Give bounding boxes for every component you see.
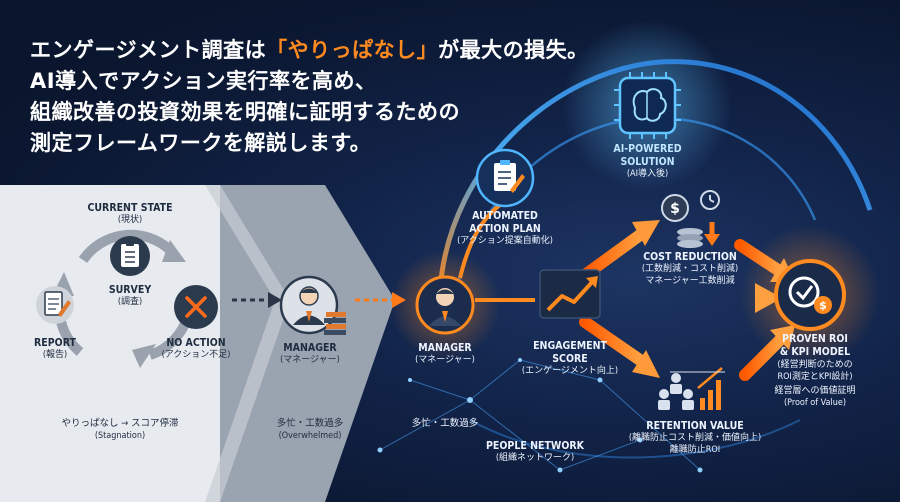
action-plan-label-2: ACTION PLAN (469, 223, 541, 235)
svg-text:$: $ (819, 299, 827, 312)
manager-before-status: 多忙・工数過多 (276, 418, 344, 429)
cost-reduction-jp-2: マネージャー工数削減 (645, 276, 735, 286)
roi-check-coin-icon: $ (774, 259, 846, 331)
ai-solution-label-1: AI-POWERED (613, 143, 682, 155)
no-action-label: NO ACTION (166, 337, 226, 349)
chevron-divider (205, 185, 290, 502)
current-state-title-jp: (現状) (117, 215, 143, 225)
flow-to-action-plan (458, 203, 502, 279)
manager-after-status: 多忙・工数過多 (411, 418, 479, 429)
survey-label-jp: (調査) (117, 297, 143, 307)
engagement-chart-icon (539, 269, 601, 319)
roi-en: (Proof of Value) (783, 398, 847, 408)
action-plan-label-jp: (アクション提案自動化) (457, 236, 553, 246)
stressed-manager-icon (279, 275, 346, 335)
roi-jp-1: (経営判断のための (777, 360, 853, 370)
no-action-x-icon (174, 285, 218, 329)
people-network-label: PEOPLE NETWORK (486, 440, 584, 452)
report-label-jp: (報告) (42, 350, 68, 360)
roi-jp-3: 経営層への価値証明 (774, 386, 856, 396)
headline-line-4: 測定フレームワークを解説します。 (30, 131, 372, 155)
headline-line-3: 組織改善の投資効果を明確に証明するための (30, 100, 460, 124)
current-state-panel (0, 185, 220, 502)
engagement-label-1: ENGAGEMENT (533, 340, 607, 352)
stagnation-label: やりっぱなし → スコア停滞 (61, 418, 179, 429)
report-label: REPORT (34, 337, 76, 349)
survey-clipboard-icon (110, 236, 150, 276)
headline-prefix: エンゲージメント調査は (30, 38, 267, 62)
manager-after-label: MANAGER (418, 342, 472, 354)
manager-icon (415, 275, 475, 335)
ai-brain-chip-icon (614, 72, 681, 139)
headline-line-2: AI導入でアクション実行率を高め、 (30, 69, 377, 93)
manager-before-label: MANAGER (283, 342, 337, 354)
cycle-arrowhead-1 (162, 240, 186, 262)
retention-label: RETENTION VALUE (646, 420, 744, 432)
arrow-to-cost (579, 220, 660, 281)
roi-label-1: PROVEN ROI (782, 333, 848, 345)
roi-label-2: & KPI MODEL (779, 346, 851, 358)
cost-reduction-label: COST REDUCTION (643, 251, 737, 263)
survey-label: SURVEY (108, 284, 152, 296)
people-network-label-jp: (組織ネットワーク) (495, 453, 575, 463)
cycle-arrowhead-2 (132, 344, 156, 368)
arrow-to-manager-before (232, 292, 282, 308)
ai-solution-label-jp: (AI導入後) (626, 169, 669, 179)
retention-jp-2: 離職防止ROI (669, 445, 721, 455)
roi-jp-2: ROI測定とKPI設計) (777, 372, 853, 382)
action-plan-label-1: AUTOMATED (472, 210, 538, 222)
manager-before-status-en: (Overwhelmed) (278, 431, 342, 441)
retention-jp-1: (離職防止コスト削減・価値向上) (628, 433, 762, 443)
engagement-label-jp: (エンゲージメント向上) (521, 366, 619, 376)
arrow-to-manager-after (355, 292, 406, 308)
engagement-label-2: SCORE (552, 353, 588, 365)
headline-line-1: エンゲージメント調査は「やりっぱなし」が最大の損失。 (30, 35, 589, 66)
arrow-to-roi (600, 283, 782, 313)
retention-people-icon (658, 367, 725, 410)
manager-before-label-jp: (マネージャー) (280, 355, 340, 365)
people-network-lines (379, 359, 701, 471)
no-action-label-jp: (アクション不足) (161, 350, 231, 360)
people-network-nodes (377, 358, 703, 473)
svg-text:$: $ (670, 201, 680, 217)
cost-coins-icon: $ (661, 190, 720, 248)
action-plan-clipboard-icon (475, 148, 535, 208)
stagnation-label-en: (Stagnation) (94, 431, 146, 441)
cost-reduction-jp-1: (工数削減・コスト削減) (641, 264, 739, 274)
manager-after-label-jp: (マネージャー) (415, 355, 475, 365)
report-document-icon (36, 286, 74, 324)
headline-suffix: が最大の損失。 (438, 38, 589, 62)
lower-arc (469, 419, 801, 459)
outer-arc (437, 59, 873, 291)
ai-solution-label-2: SOLUTION (620, 156, 675, 168)
arrow-to-retention (579, 316, 660, 378)
current-state-title: CURRENT STATE (87, 202, 173, 214)
arrow-retention-to-roi (739, 325, 795, 381)
headline-highlight: 「やりっぱなし」 (266, 38, 439, 62)
